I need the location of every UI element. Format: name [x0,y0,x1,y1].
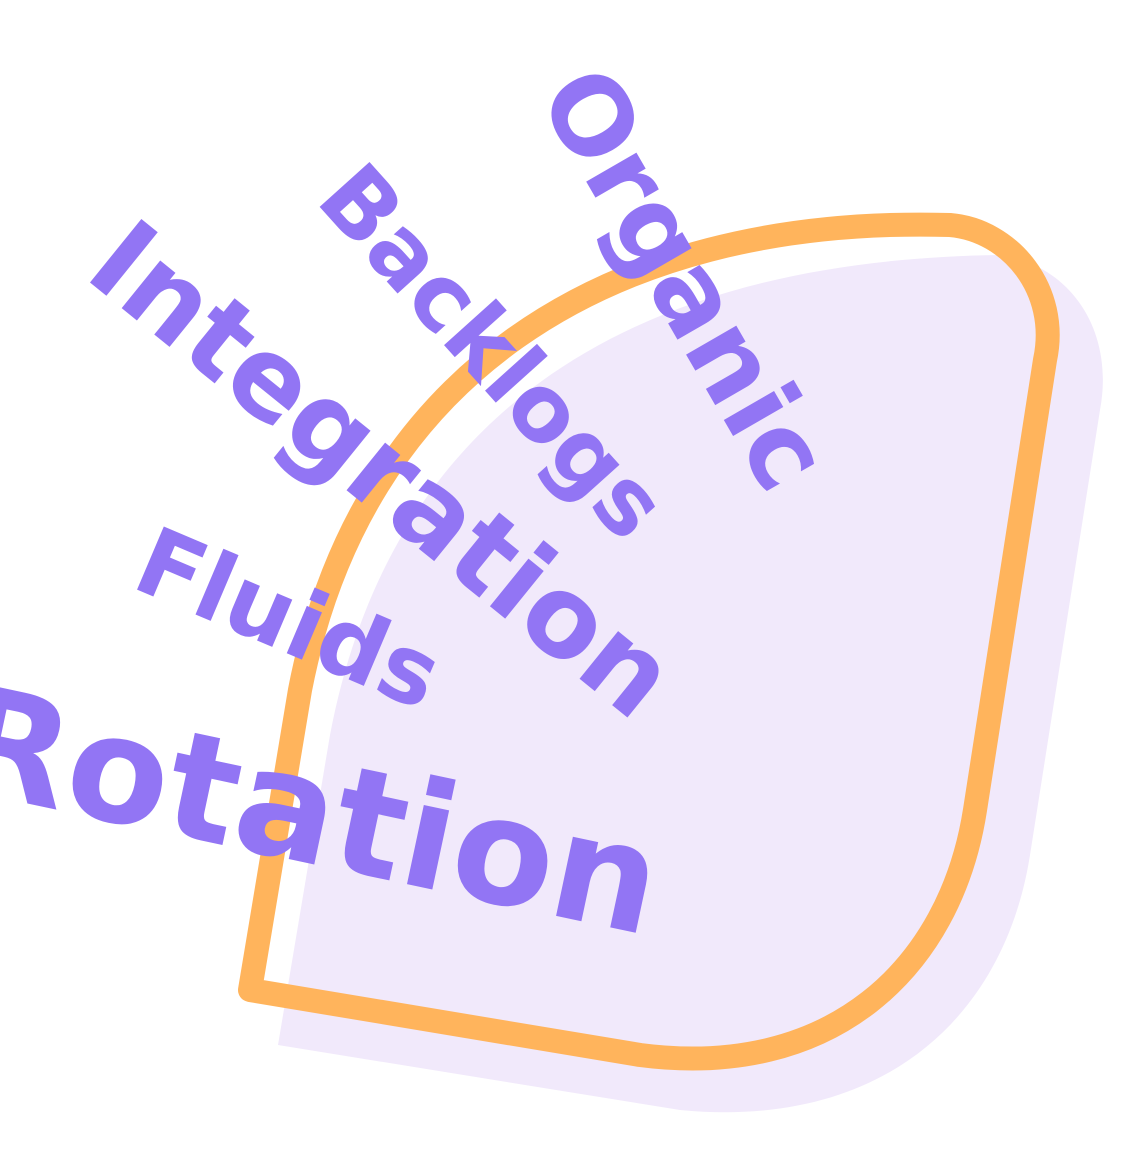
leaf-outline-shape [238,212,1060,1071]
leaf-shadow-shape [278,255,1103,1113]
